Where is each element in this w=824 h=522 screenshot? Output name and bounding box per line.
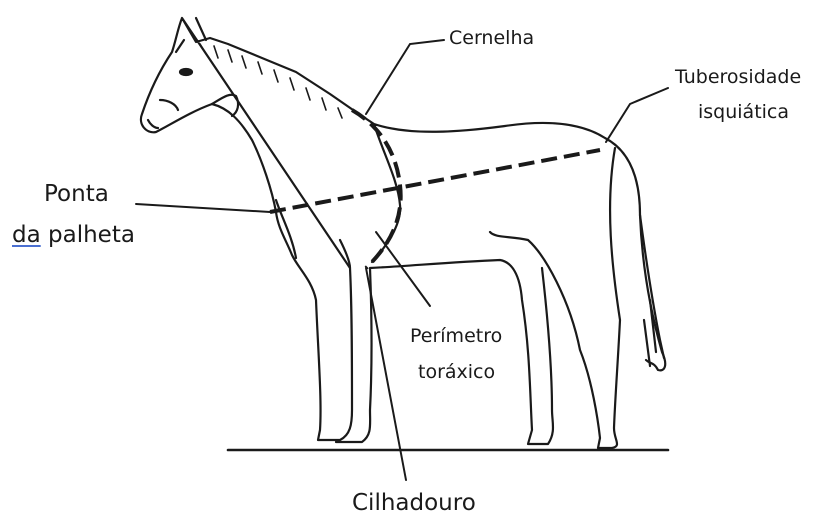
horse-tail (640, 215, 664, 366)
body-length-dashed-line (270, 150, 600, 212)
label-cilhadouro: Cilhadouro (352, 490, 476, 516)
horse-muzzle (148, 100, 178, 128)
label-ponta-line2: da palheta (12, 222, 135, 248)
label-ponta-word-palheta: palheta (48, 222, 135, 248)
horse-outline (141, 18, 665, 448)
leader-perimetro (376, 232, 430, 306)
label-tuberosidade-line2: isquiática (698, 102, 789, 124)
label-ponta-word-da: da (12, 222, 41, 248)
leader-cernelha (366, 40, 444, 114)
leader-ponta (136, 204, 270, 212)
horse-eye (180, 69, 192, 75)
label-ponta-line1: Ponta (44, 181, 109, 207)
label-cernelha: Cernelha (449, 28, 534, 50)
horse-shoulder-detail (276, 200, 350, 268)
label-tuberosidade-line1: Tuberosidade (675, 67, 801, 89)
leader-tuberosidade (606, 88, 668, 142)
label-perimetro-line1: Perímetro (410, 326, 502, 348)
label-perimetro-line2: toráxico (418, 362, 495, 384)
